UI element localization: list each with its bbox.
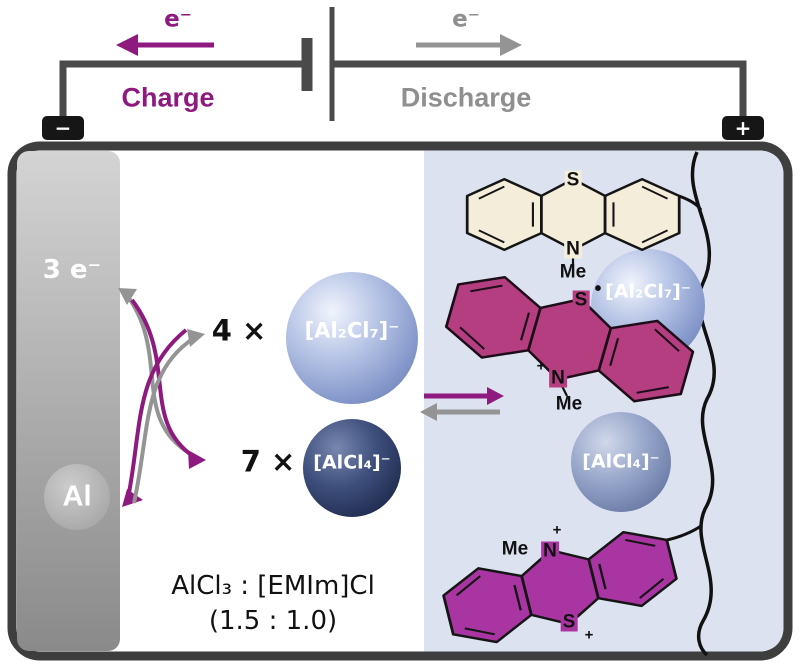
charge-label: Charge	[121, 82, 215, 113]
electrolyte-ratio: (1.5 : 1.0)	[208, 606, 338, 636]
al-electrode-circle	[44, 464, 110, 530]
cathode-ion2-formula: [AlCl₄]⁻	[582, 450, 660, 473]
charge-electron-label: e⁻	[164, 6, 192, 33]
radical-sulfur-label: S	[572, 289, 590, 311]
phenothiazine-radical-cation	[444, 275, 695, 403]
neutral-methyl-label: Me	[559, 261, 587, 283]
anode-metal-label: Al	[62, 480, 92, 513]
dication-methyl-label: Me	[501, 538, 529, 560]
dication-sulfur-label: S	[560, 611, 578, 633]
radical-nitrogen-charge: +	[536, 357, 546, 375]
ion1-count: 4 ×	[211, 313, 267, 348]
dication-nitrogen-charge: +	[552, 521, 562, 539]
circuit-wires	[59, 60, 747, 128]
polymer-backbone	[690, 151, 716, 657]
electrolyte-composition: AlCl₃ : [EMIm]Cl	[171, 571, 375, 601]
ion2-formula: [AlCl₄]⁻	[313, 451, 391, 474]
ion-exchange-arrows	[118, 288, 206, 507]
phenothiazine-neutral	[465, 177, 681, 252]
al2cl7-sphere	[286, 272, 418, 404]
discharge-electron-label: e⁻	[452, 6, 480, 33]
radical-methyl-label: Me	[555, 393, 583, 415]
al-electrode	[17, 151, 120, 651]
positive-terminal: +	[722, 116, 764, 140]
ion2-count: 7 ×	[240, 444, 296, 479]
dication-sulfur-charge: +	[584, 626, 594, 644]
polymer-link-bottom	[666, 524, 702, 542]
ion1-formula: [Al₂Cl₇]⁻	[304, 318, 400, 343]
radical-dot: •	[594, 278, 602, 300]
negative-terminal: −	[42, 116, 84, 140]
phenothiazine-dication	[442, 530, 678, 644]
discharge-label: Discharge	[400, 82, 532, 113]
cathode-ion1-formula: [Al₂Cl₇]⁻	[605, 280, 691, 303]
charge-arrow	[116, 34, 214, 56]
radical-nitrogen-label: N	[549, 367, 567, 389]
neutral-sulfur-label: S	[564, 169, 582, 191]
discharge-arrow	[416, 34, 522, 56]
neutral-nitrogen-label: N	[564, 238, 582, 260]
polymer-link-top	[678, 194, 703, 211]
dication-nitrogen-label: N	[541, 540, 559, 562]
equilibrium-arrows	[420, 387, 504, 421]
cathode-alcl4-sphere	[571, 412, 671, 512]
alcl4-sphere	[303, 419, 401, 517]
anode-electron-label: 3 e⁻	[42, 255, 102, 285]
